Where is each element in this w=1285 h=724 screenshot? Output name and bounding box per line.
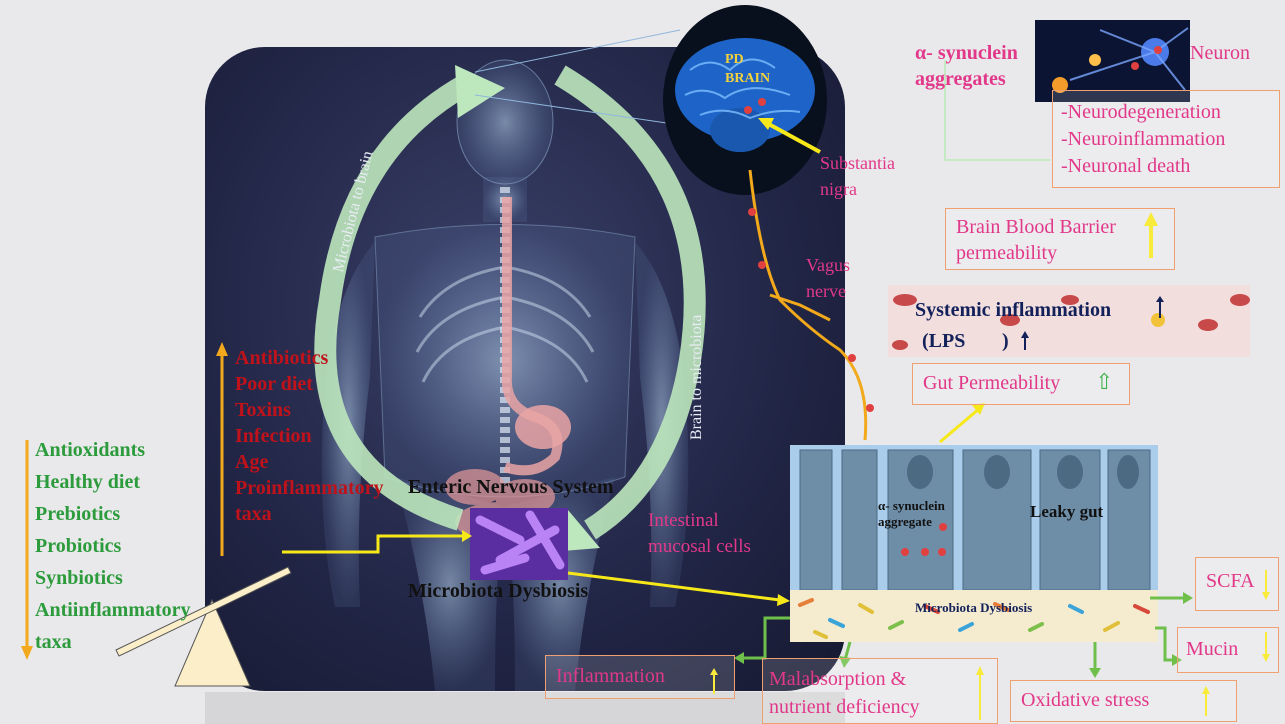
inflammation-box: Inflammation	[545, 655, 735, 699]
gut-permeability-box: Gut Permeability ⇧	[912, 363, 1130, 405]
alpha-synuclein-label: α- synuclein aggregates	[915, 40, 1018, 92]
protective-factor-1: Antioxidants	[35, 434, 191, 466]
gut-alpha-synuclein-label: α- synuclein aggregate	[878, 498, 945, 530]
neuron-effects-box: -Neurodegeneration -Neuroinflammation -N…	[1052, 90, 1280, 188]
leaky-gut-label: Leaky gut	[1030, 502, 1103, 522]
bbb-box: Brain Blood Barrier permeability	[945, 208, 1175, 270]
neuron-effect-1: -Neurodegeneration	[1061, 99, 1279, 126]
oxidative-stress-label: Oxidative stress	[1021, 689, 1149, 712]
risk-factor-6: Proinflammatory	[235, 475, 384, 501]
microbiota-dysbiosis-label: Microbiota Dysbiosis	[408, 580, 588, 603]
protective-factor-7: taxa	[35, 626, 191, 658]
protective-factor-4: Probiotics	[35, 530, 191, 562]
scfa-label: SCFA	[1206, 570, 1255, 593]
lps-label: (LPS	[922, 330, 965, 353]
protective-factor-5: Synbiotics	[35, 562, 191, 594]
gut-permeability-arrow	[940, 408, 980, 442]
systemic-inflammation-label: Systemic inflammation	[915, 299, 1111, 322]
risk-factor-5: Age	[235, 449, 384, 475]
microbiota-to-gut-arrow	[568, 573, 780, 600]
neuron-effect-2: -Neuroinflammation	[1061, 126, 1279, 153]
mucin-box: Mucin	[1177, 627, 1279, 673]
gut-permeability-label: Gut Permeability	[923, 372, 1060, 395]
brain-to-microbiota-label: Brain to microbiota	[688, 315, 706, 440]
lps-close-label: )	[1002, 330, 1009, 353]
protective-factor-3: Prebiotics	[35, 498, 191, 530]
protective-factors-list: Antioxidants Healthy diet Prebiotics Pro…	[35, 434, 191, 658]
neuron-label: Neuron	[1190, 42, 1250, 65]
vagus-nerve-path	[750, 170, 866, 440]
malabsorption-label: Malabsorption & nutrient deficiency	[769, 665, 920, 721]
malabsorption-box: Malabsorption & nutrient deficiency	[762, 658, 998, 724]
risk-factor-4: Infection	[235, 423, 384, 449]
vagus-nerve-label: Vagus nerve	[806, 252, 850, 304]
panel-reflection	[205, 692, 845, 724]
bbb-label: Brain Blood Barrier permeability	[956, 214, 1174, 266]
risk-factor-2: Poor diet	[235, 371, 384, 397]
enteric-nervous-system-label: Enteric Nervous System	[408, 476, 614, 499]
risk-factor-7: taxa	[235, 501, 384, 527]
pd-brain-label: PD BRAIN	[725, 50, 770, 88]
risk-factor-1: Antibiotics	[235, 345, 384, 371]
microbiota-strip	[790, 590, 1158, 642]
zoom-line-top	[475, 30, 680, 72]
neuron-effect-3: -Neuronal death	[1061, 153, 1279, 180]
inflammation-label: Inflammation	[556, 665, 665, 688]
microbiota-to-brain-arrowhead	[455, 65, 505, 118]
risk-factors-list: Antibiotics Poor diet Toxins Infection A…	[235, 345, 384, 527]
oxidative-stress-box: Oxidative stress	[1010, 680, 1237, 722]
up-outline-arrow-icon: ⇧	[1095, 369, 1113, 395]
protective-factor-2: Healthy diet	[35, 466, 191, 498]
mucin-label: Mucin	[1186, 638, 1238, 661]
protective-factor-6: Antiinflammatory	[35, 594, 191, 626]
zoom-line-bottom	[475, 95, 680, 125]
risk-to-microbiota-arrow	[282, 536, 466, 552]
intestinal-mucosal-cells-label: Intestinal mucosal cells	[648, 508, 751, 560]
risk-factor-3: Toxins	[235, 397, 384, 423]
substantia-nigra-label: Substantia nigra	[820, 150, 895, 202]
scfa-box: SCFA	[1195, 557, 1279, 611]
gut-microbiota-dysbiosis-label: Microbiota Dysbiosis	[915, 600, 1032, 616]
